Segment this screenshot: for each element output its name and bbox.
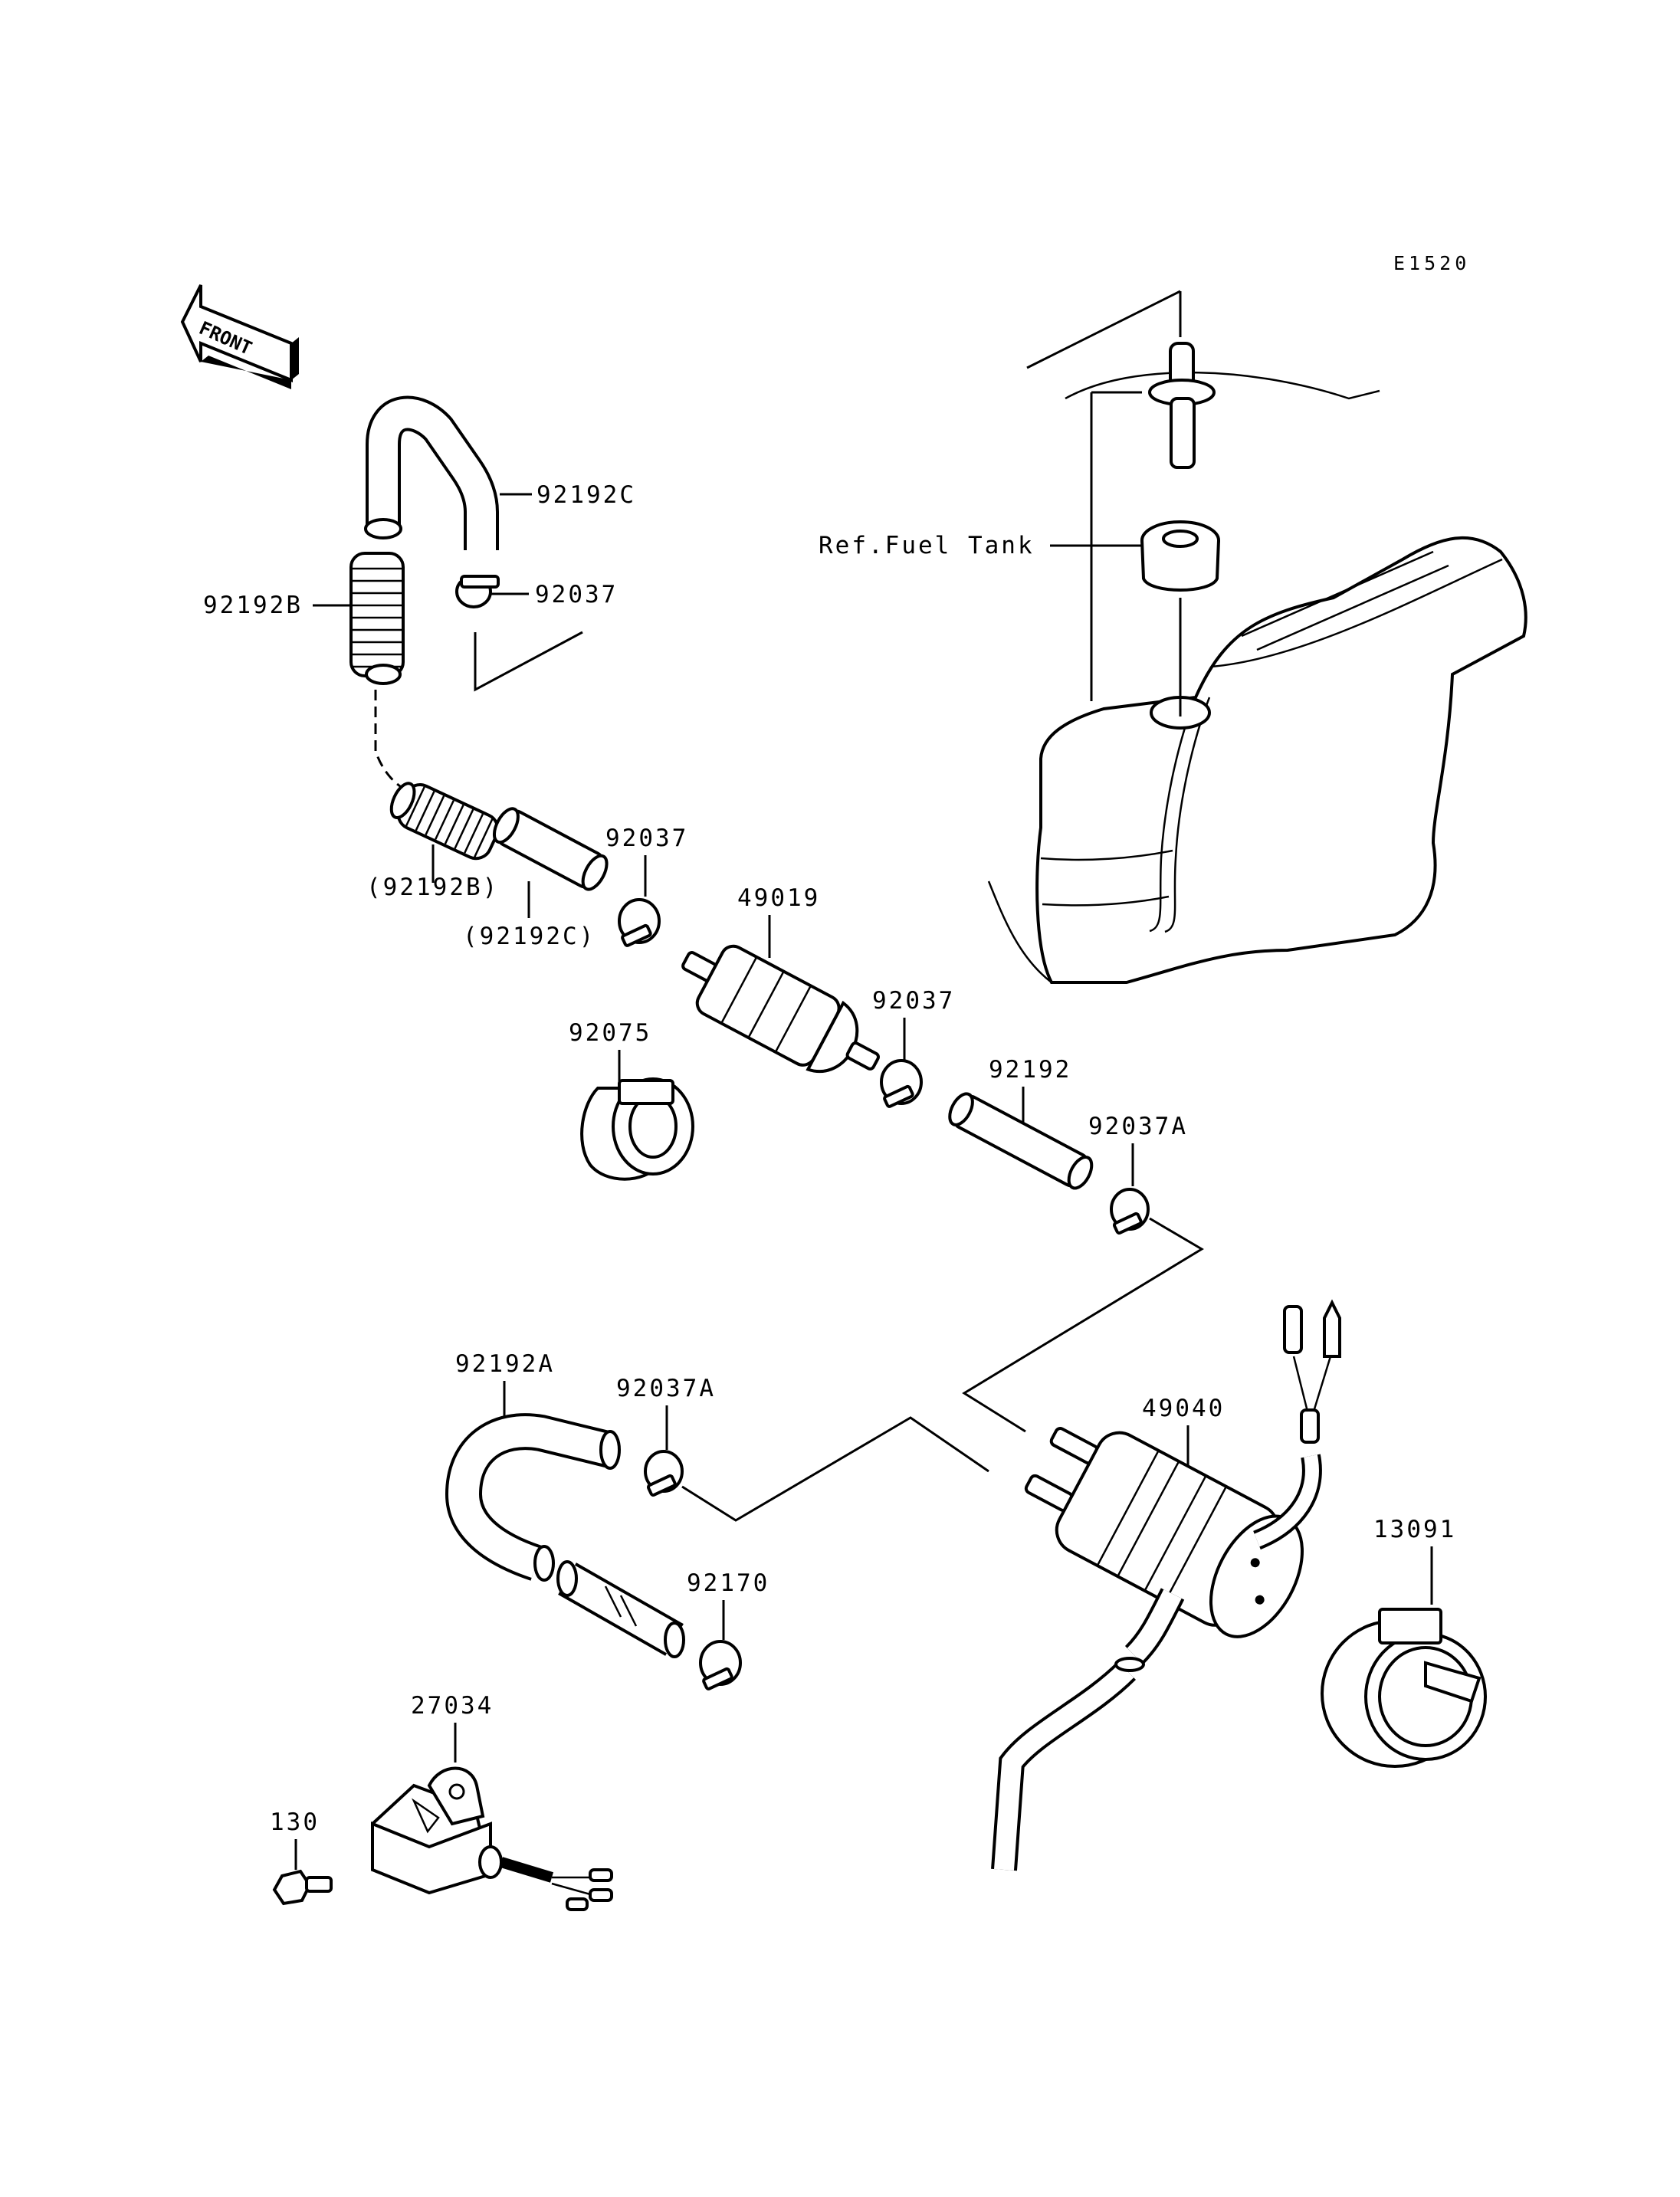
part-label-92037-top: 92037 [535, 581, 618, 608]
part-label-13091: 13091 [1373, 1516, 1456, 1543]
part-label-92037-right: 92037 [872, 987, 955, 1015]
part-label-92192c-ref: (92192C) [463, 923, 596, 950]
hose-92192c-top [364, 395, 499, 550]
part-label-92192b: 92192B [203, 592, 303, 619]
part-label-92170: 92170 [687, 1569, 769, 1597]
hose-92192a-icon [445, 1413, 685, 1658]
hose-92192b-ref-icon [389, 782, 500, 861]
part-label-130: 130 [270, 1808, 320, 1836]
part-label-92037a-lower: 92037A [616, 1375, 716, 1402]
part-label-49040: 49040 [1142, 1395, 1225, 1422]
ref-fuel-tank-label: Ref.Fuel Tank [819, 532, 1035, 559]
fuel-filter-49019-icon [681, 944, 880, 1073]
part-label-92192c-top: 92192C [536, 481, 636, 509]
clamp-92037a-lower-icon [644, 1450, 684, 1497]
part-label-49019: 49019 [737, 884, 820, 912]
hose-92192b-icon [349, 552, 405, 685]
fuel-pump-49040-icon [1024, 1427, 1304, 1638]
hose-92192-icon [948, 1092, 1094, 1190]
clamp-92037a-upper-icon [1110, 1188, 1150, 1235]
vent-fitting-icon [1148, 291, 1216, 469]
grommet-icon [1140, 520, 1220, 716]
part-label-92192b-ref: (92192B) [366, 874, 499, 901]
part-label-92075: 92075 [569, 1019, 651, 1047]
clamp-92037-right-icon [880, 1059, 923, 1108]
part-label-92037-mid: 92037 [605, 825, 688, 852]
clamp-92075-icon [580, 1077, 694, 1181]
clamp-92037-top-icon [455, 575, 500, 608]
part-label-27034: 27034 [411, 1692, 494, 1720]
relay-27034-icon [371, 1766, 613, 1911]
pump-connector-icon [1252, 1299, 1341, 1550]
pump-outlet-hose-icon [991, 1588, 1185, 1871]
clamp-92037-mid-icon [618, 898, 661, 947]
hose-92192c-ref-icon [492, 807, 609, 891]
clamp-13091-icon [1321, 1608, 1487, 1768]
clamp-92170-icon [699, 1640, 742, 1690]
bolt-130-icon [272, 1869, 333, 1906]
part-label-92037a-upper: 92037A [1088, 1113, 1188, 1140]
part-label-92192a: 92192A [455, 1350, 555, 1378]
fuel-tank [987, 290, 1527, 984]
part-label-92192: 92192 [989, 1056, 1071, 1084]
diagram-code: E1520 [1393, 252, 1470, 274]
front-arrow-icon: FRONT [180, 284, 299, 389]
